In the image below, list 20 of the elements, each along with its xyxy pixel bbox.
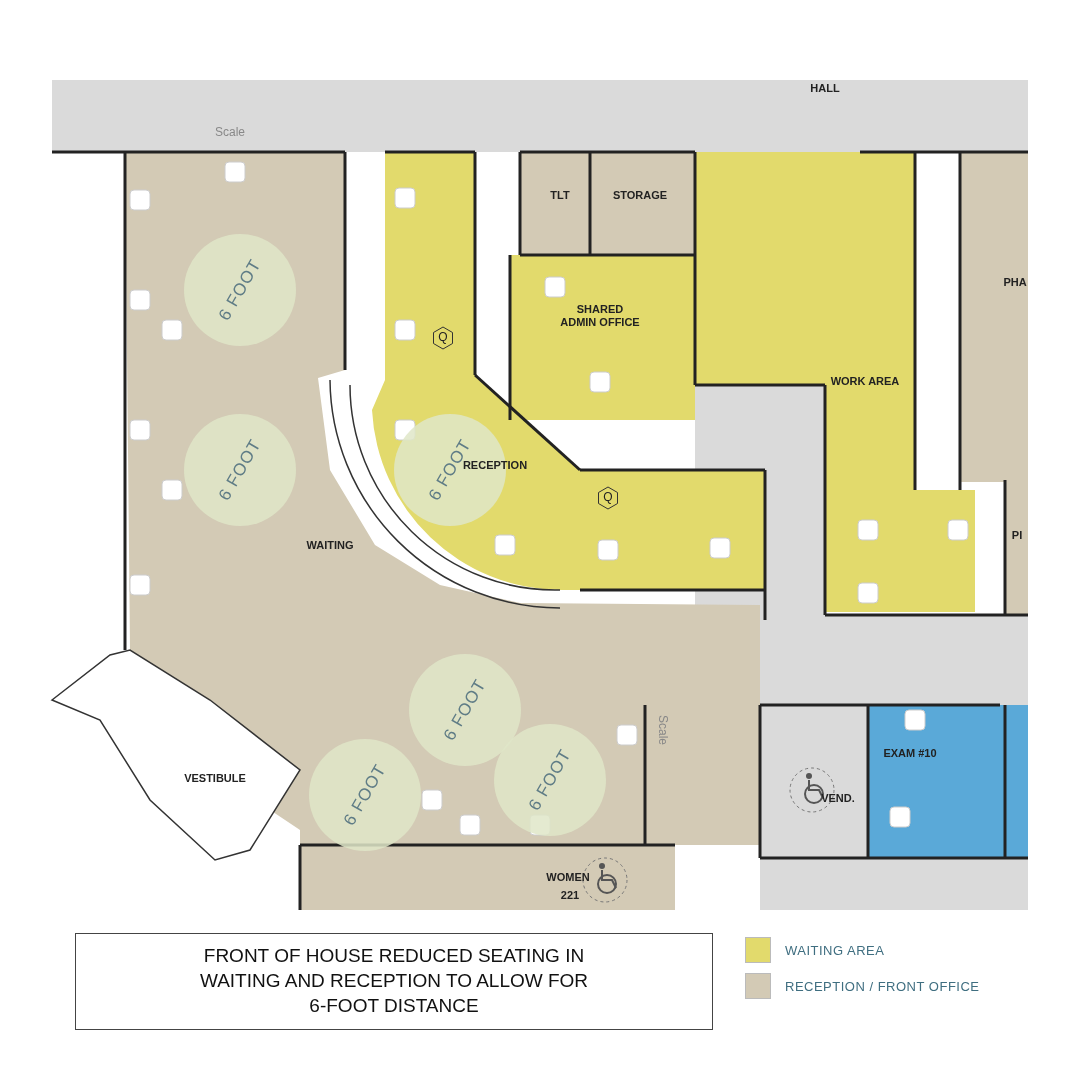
caption-box: FRONT OF HOUSE REDUCED SEATING IN WAITING AND RECEPTION TO ALLOW FOR 6-FOOT DISTANCE <box>75 933 713 1030</box>
room-label: HALL <box>810 81 840 95</box>
legend-label: RECEPTION / FRONT OFFICE <box>785 979 980 994</box>
scale-label: Scale <box>655 715 669 745</box>
room-label: VEND. <box>821 791 855 805</box>
queue-marker-label: Q <box>438 331 448 345</box>
scale-label: Scale <box>215 126 245 140</box>
queue-marker-label: Q <box>603 491 613 505</box>
room-label: TLT <box>550 188 570 202</box>
legend-label: WAITING AREA <box>785 943 885 958</box>
room-label: WOMEN <box>546 870 590 884</box>
room-label: VESTIBULE <box>184 771 246 785</box>
room-label: 221 <box>560 888 580 902</box>
room-label: WAITING <box>306 538 354 552</box>
room-label: SHARED ADMIN OFFICE <box>560 303 640 329</box>
room-label: WORK AREA <box>830 374 900 388</box>
room-label: PI <box>1011 528 1023 542</box>
room-label: PHA <box>1003 275 1027 289</box>
room-label: STORAGE <box>612 188 668 202</box>
room-label: EXAM #10 <box>883 746 937 760</box>
